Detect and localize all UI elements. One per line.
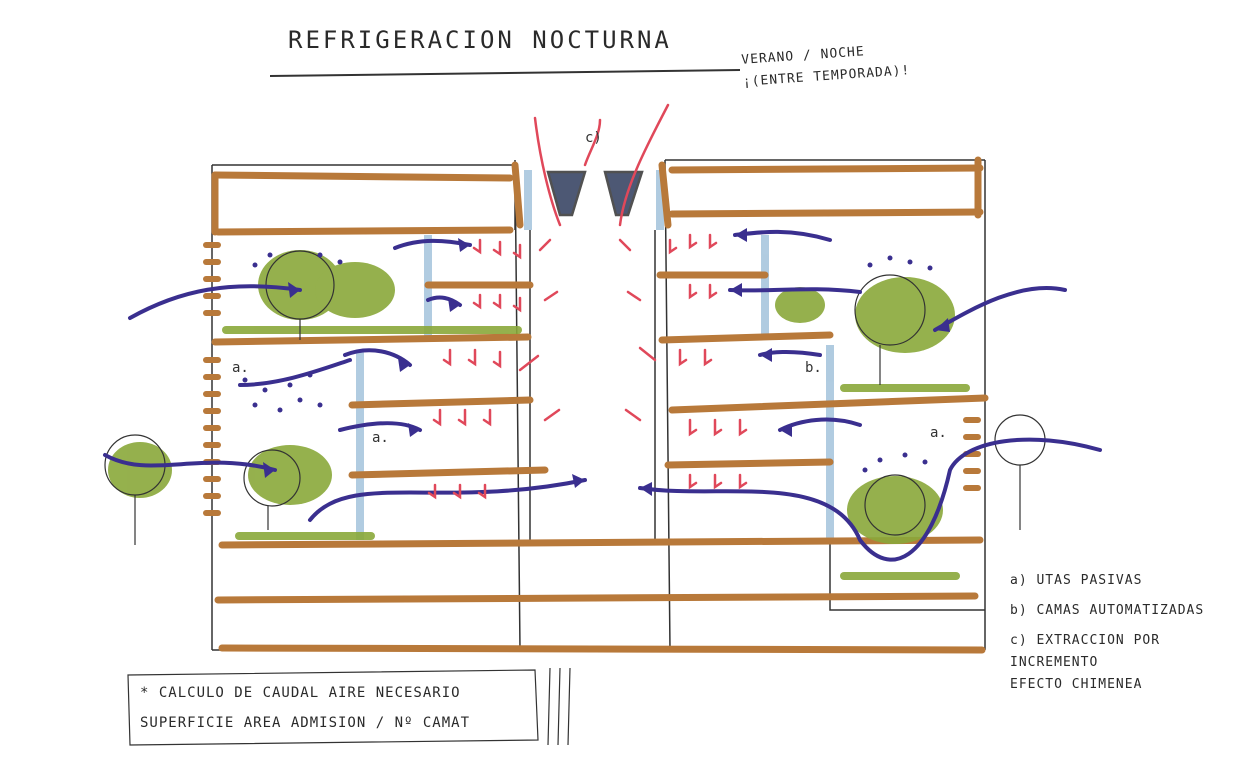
cool-air-flows (103, 229, 1102, 562)
label-a-right: a. (930, 425, 947, 441)
legend: a) UTAS PASIVAS b) CAMAS AUTOMATIZADAS c… (1010, 570, 1204, 704)
label-c: c) (585, 130, 602, 146)
roof-slab-right (668, 164, 984, 174)
legend-item-c: c) EXTRACCION POR INCREMENTO EFECTO CHIM… (1010, 630, 1204, 696)
tree-canopy (775, 287, 825, 323)
slab-left-2 (211, 333, 532, 346)
cool-air-arrow (638, 437, 1102, 562)
slab-right-2 (658, 331, 834, 344)
tree-canopy (108, 442, 172, 498)
slab-right-3 (668, 394, 989, 414)
cool-air-arrow (308, 478, 587, 522)
slab-right-4 (664, 458, 834, 469)
planter-strip (222, 326, 522, 334)
planter-strip (840, 572, 960, 580)
planter-strip (840, 384, 970, 392)
cool-air-arrow (426, 295, 462, 307)
label-a-mid: a. (372, 430, 389, 446)
cool-air-arrow (343, 348, 412, 367)
tree-canopy (855, 277, 955, 353)
cool-air-arrow (728, 287, 862, 294)
cool-air-arrow (103, 453, 277, 472)
cool-air-arrow (933, 286, 1067, 332)
title-underline (269, 69, 741, 77)
planter-strip (235, 532, 375, 540)
warm-air-arrow (618, 103, 670, 227)
vegetation (108, 250, 970, 580)
cool-air-arrowheads (263, 228, 950, 496)
tree-canopy (847, 476, 943, 544)
label-a-left: a. (232, 360, 249, 376)
slab-left-4 (348, 466, 549, 479)
calc-note-line2: SUPERFICIE AREA ADMISION / Nº CAMAT (140, 715, 471, 731)
warm-air-arrow (583, 118, 602, 167)
chimney-right (658, 161, 672, 229)
legend-item-b: b) CAMAS AUTOMATIZADAS (1010, 603, 1205, 618)
label-b: b. (805, 360, 822, 376)
calculation-note-box (127, 667, 571, 746)
roof-slab-right-bottom (668, 208, 984, 218)
cool-air-particles (242, 252, 933, 473)
cool-air-arrow (238, 358, 352, 387)
roof-slab-left (211, 171, 514, 182)
cool-air-arrow (338, 421, 422, 432)
legend-item-c-line3: EFECTO CHIMENEA (1010, 677, 1143, 692)
roof-slab-left-bottom (214, 226, 514, 236)
warm-air-arrow (533, 116, 562, 227)
floor-slabs (211, 156, 989, 654)
chimney-caps (546, 170, 644, 217)
calculation-note: * CALCULO DE CAUDAL AIRE NECESARIO SUPER… (140, 678, 470, 738)
legend-item-c-line2: INCREMENTO (1010, 655, 1099, 670)
foundation-slab (218, 644, 986, 654)
ground-slab (218, 536, 984, 549)
warm-air-flows (427, 103, 748, 500)
basement-slab (214, 592, 979, 604)
slab-left-3 (348, 396, 534, 409)
cool-air-arrow (733, 229, 832, 242)
chimney-left (511, 161, 524, 229)
sketch-title: REFRIGERACION NOCTURNA (288, 26, 672, 54)
legend-item-a: a) UTAS PASIVAS (1010, 573, 1143, 588)
legend-item-c-line1: c) EXTRACCION POR (1010, 633, 1161, 648)
tree-canopy (248, 445, 332, 505)
calc-note-line1: * CALCULO DE CAUDAL AIRE NECESARIO (140, 685, 461, 701)
cool-air-arrow (128, 284, 302, 320)
tree-canopy (315, 262, 395, 318)
